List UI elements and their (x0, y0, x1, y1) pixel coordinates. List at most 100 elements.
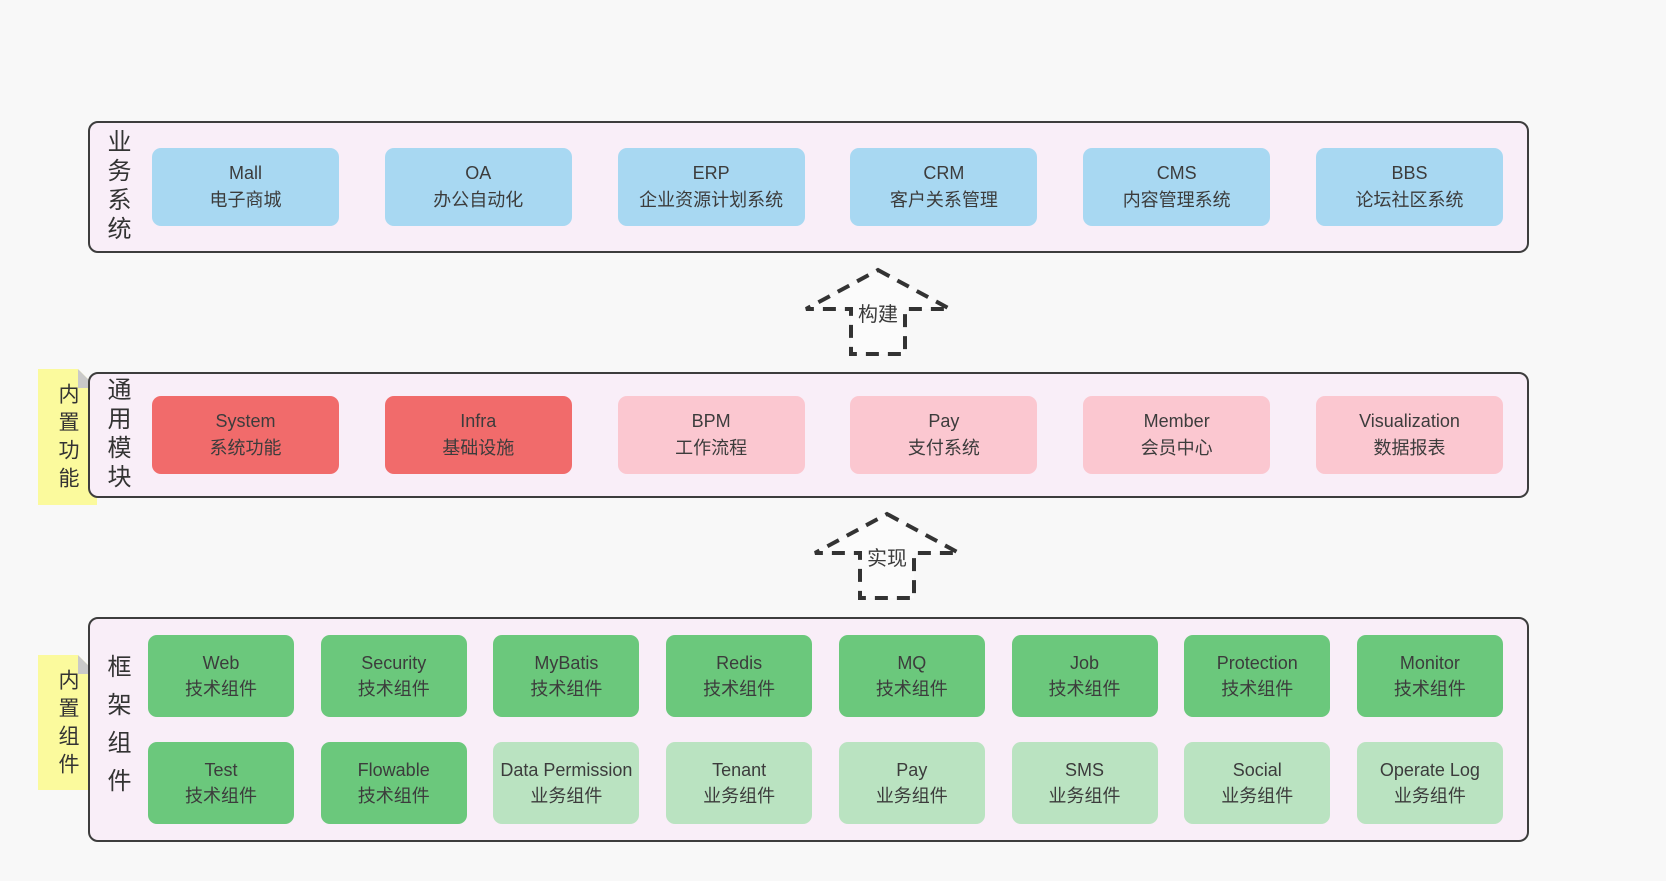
box-title: Member (1143, 411, 1210, 431)
box-subtitle: 技术组件 (1393, 679, 1466, 699)
diagram-box-operate-log: Operate Log 业务组件 (1356, 742, 1503, 824)
box-subtitle: 技术组件 (357, 679, 430, 699)
box-subtitle: 业务组件 (1221, 786, 1294, 806)
box-subtitle: 基础设施 (442, 438, 515, 458)
diagram-box-mybatis: MyBatis 技术组件 (493, 635, 640, 717)
sticky-note-built-in-features: 内置功能 (38, 369, 97, 505)
box-subtitle: 技术组件 (185, 786, 257, 806)
box-title: Monitor (1399, 652, 1460, 673)
box-subtitle: 技术组件 (530, 679, 603, 699)
box-title: Pay (928, 411, 960, 431)
panel-label-framework-components: 框架组件 (103, 653, 130, 806)
diagram-box-social: Social 业务组件 (1184, 742, 1331, 824)
diagram-box-protection: Protection 技术组件 (1184, 635, 1331, 717)
box-title: MyBatis (534, 652, 599, 673)
box-subtitle: 技术组件 (1048, 679, 1121, 699)
panel-label-business-systems: 业务系统 (103, 129, 130, 245)
box-title: CRM (923, 163, 965, 183)
diagram-box-infra: Infra 基础设施 (384, 396, 572, 474)
sticky-note-label: 内置功能 (56, 383, 79, 495)
diagram-box-bpm: BPM 工作流程 (617, 396, 805, 474)
box-subtitle: 系统功能 (209, 438, 282, 458)
box-subtitle: 业务组件 (1048, 786, 1121, 806)
implement-arrow-label: 实现 (864, 541, 910, 572)
box-title: Infra (460, 411, 497, 431)
box-subtitle: 会员中心 (1140, 438, 1213, 458)
diagram-box-mall: Mall 电子商城 (152, 148, 339, 226)
diagram-box-security: Security 技术组件 (320, 635, 467, 717)
box-title: BPM (691, 411, 731, 431)
diagram-box-visualization: Visualization 数据报表 (1315, 396, 1503, 474)
box-title: Protection (1216, 652, 1298, 673)
sticky-note-label: 内置组件 (56, 669, 79, 781)
diagram-box-cms: CMS 内容管理系统 (1083, 148, 1271, 226)
box-title: BBS (1391, 163, 1428, 183)
box-title: ERP (692, 163, 730, 183)
build-arrow-label: 构建 (855, 297, 901, 328)
box-subtitle: 技术组件 (703, 679, 776, 699)
common-modules-panel: 通用模块 System 系统功能 Infra 基础设施 BPM 工作流程 Pay 支付系统 Me… (88, 372, 1529, 498)
box-subtitle: 技术组件 (875, 679, 948, 699)
box-title: Pay (896, 759, 928, 780)
box-title: Security (361, 652, 427, 673)
box-subtitle: 电子商城 (209, 190, 282, 210)
box-title: System (215, 411, 276, 431)
common-modules-boxes: System 系统功能 Infra 基础设施 BPM 工作流程 Pay 支付系统 Member 会… (128, 396, 1527, 474)
box-subtitle: 支付系统 (907, 438, 980, 458)
box-title: Operate Log (1379, 759, 1480, 780)
box-title: Flowable (357, 759, 430, 780)
box-subtitle: 技术组件 (357, 786, 430, 806)
box-title: OA (465, 163, 492, 183)
diagram-box-redis: Redis 技术组件 (666, 635, 813, 717)
box-subtitle: 数据报表 (1373, 438, 1446, 458)
diagram-box-monitor: Monitor 技术组件 (1356, 635, 1503, 717)
diagram-box-erp: ERP 企业资源计划系统 (617, 148, 805, 226)
diagram-box-pay: Pay 支付系统 (850, 396, 1038, 474)
box-title: SMS (1065, 759, 1105, 780)
box-subtitle: 客户关系管理 (889, 190, 998, 210)
box-title: Redis (716, 652, 763, 673)
box-title: Data Permission (500, 759, 633, 780)
box-subtitle: 业务组件 (703, 786, 776, 806)
box-subtitle: 业务组件 (1393, 786, 1466, 806)
box-title: CMS (1156, 163, 1197, 183)
box-title: MQ (897, 652, 927, 673)
diagram-box-oa: OA 办公自动化 (384, 148, 572, 226)
business-systems-boxes: Mall 电子商城 OA 办公自动化 ERP 企业资源计划系统 CRM 客户关系管理 CMS 内容… (128, 148, 1527, 226)
box-subtitle: 内容管理系统 (1122, 190, 1231, 210)
diagram-box-crm: CRM 客户关系管理 (850, 148, 1038, 226)
implement-arrow: 实现 (812, 510, 962, 602)
diagram-box-test: Test 技术组件 (148, 742, 294, 824)
diagram-box-sms: SMS 业务组件 (1011, 742, 1158, 824)
business-systems-panel: 业务系统 Mall 电子商城 OA 办公自动化 ERP 企业资源计划系统 CRM 客户关系管理… (88, 121, 1529, 253)
box-title: Visualization (1359, 411, 1460, 431)
box-title: Social (1232, 759, 1282, 780)
box-subtitle: 技术组件 (185, 679, 257, 699)
diagram-box-flowable: Flowable 技术组件 (320, 742, 467, 824)
sticky-note-built-in-components: 内置组件 (38, 655, 97, 790)
box-title: Mall (228, 163, 262, 183)
box-subtitle: 业务组件 (530, 786, 603, 806)
diagram-box-system: System 系统功能 (152, 396, 339, 474)
diagram-box-member: Member 会员中心 (1083, 396, 1271, 474)
box-title: Web (202, 652, 240, 673)
box-subtitle: 工作流程 (675, 438, 748, 458)
box-subtitle: 企业资源计划系统 (639, 190, 784, 210)
diagram-box-pay: Pay 业务组件 (838, 742, 985, 824)
box-title: Test (204, 759, 238, 780)
box-subtitle: 办公自动化 (433, 190, 524, 210)
diagram-box-web: Web 技术组件 (148, 635, 294, 717)
build-arrow: 构建 (803, 266, 953, 358)
diagram-box-mq: MQ 技术组件 (838, 635, 985, 717)
box-subtitle: 技术组件 (1221, 679, 1294, 699)
diagram-box-data-permission: Data Permission 业务组件 (493, 742, 640, 824)
panel-label-common-modules: 通用模块 (103, 377, 130, 493)
box-subtitle: 业务组件 (875, 786, 948, 806)
